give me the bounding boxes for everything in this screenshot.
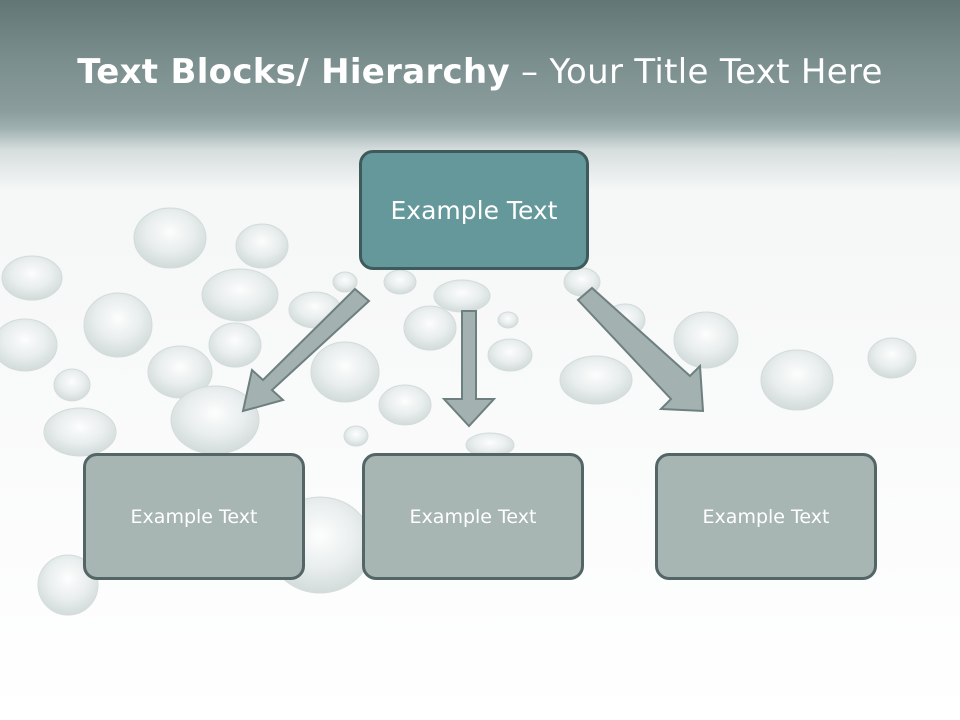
child-box-2-text: Example Text bbox=[409, 505, 537, 528]
title-light: Your Title Text Here bbox=[549, 52, 883, 92]
child-box-3-text: Example Text bbox=[702, 505, 830, 528]
child-box-1-text: Example Text bbox=[130, 505, 258, 528]
child-box-3: Example Text bbox=[655, 453, 877, 580]
child-box-2: Example Text bbox=[362, 453, 584, 580]
arrow-left bbox=[241, 287, 371, 413]
arrow-right bbox=[576, 286, 705, 413]
arrow-center bbox=[441, 310, 497, 428]
slide-title: Text Blocks/ Hierarchy – Your Title Text… bbox=[0, 52, 960, 92]
title-separator: – bbox=[509, 52, 550, 92]
root-box: Example Text bbox=[359, 150, 589, 270]
root-box-text: Example Text bbox=[390, 195, 558, 225]
title-bold: Text Blocks/ Hierarchy bbox=[77, 52, 510, 92]
child-box-1: Example Text bbox=[83, 453, 305, 580]
